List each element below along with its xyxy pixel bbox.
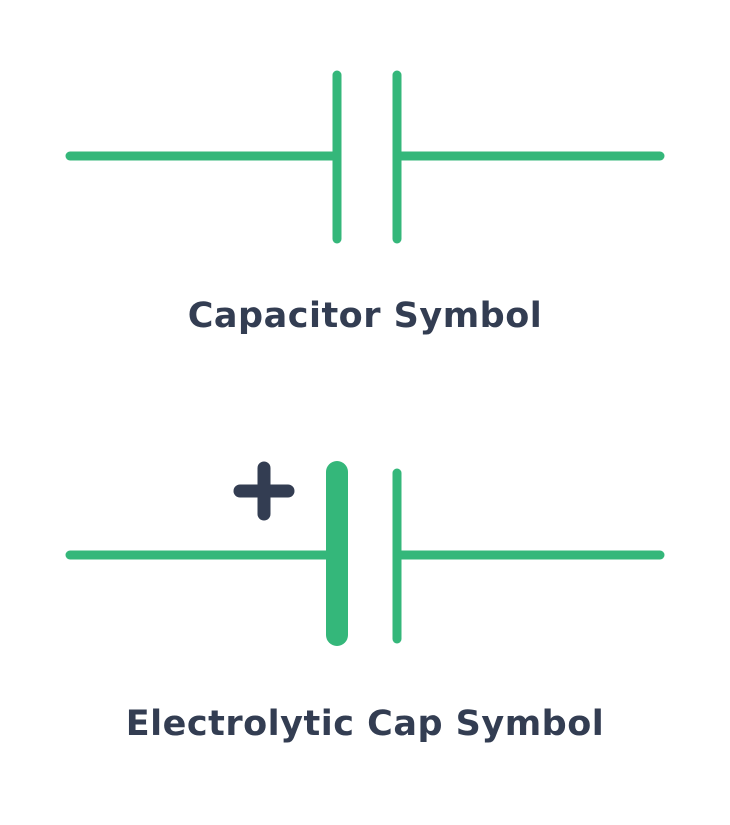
capacitor-symbol (65, 70, 665, 244)
electrolytic-caption: Electrolytic Cap Symbol (125, 704, 605, 744)
capacitor-caption: Capacitor Symbol (187, 296, 543, 336)
plus-icon (233, 461, 295, 521)
electrolytic-capacitor-symbol (65, 461, 665, 646)
